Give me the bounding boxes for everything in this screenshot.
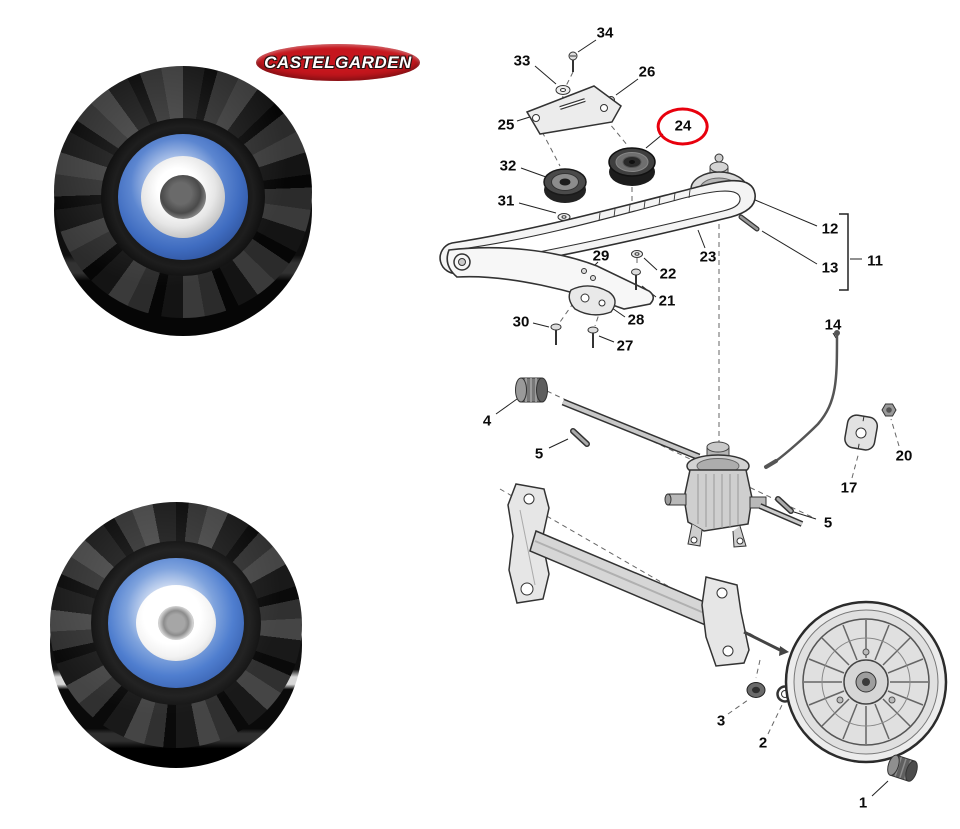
bearing-center-bore — [160, 175, 206, 219]
output-shaft — [758, 503, 804, 527]
clutch-rod-14 — [764, 330, 840, 469]
brand-logo-text: CASTELGARDEN — [264, 52, 412, 72]
wheel-disc — [784, 600, 948, 764]
axle-frame-right-bracket — [701, 576, 750, 667]
pin-13 — [738, 214, 760, 232]
idler-pulley-24-highlighted — [608, 147, 656, 186]
bolt-30 — [550, 323, 562, 345]
bolt-27 — [587, 326, 599, 348]
tension-lever-arm — [446, 246, 655, 310]
pivot-plate-28 — [568, 285, 616, 316]
pulley-photo-top-view — [36, 496, 326, 786]
roll-pin-5-right — [775, 496, 794, 514]
knurled-hub-1 — [887, 754, 918, 782]
bearing-center-bore — [158, 606, 194, 640]
axle-frame-left-bracket — [507, 483, 550, 604]
idler-pulley-32 — [543, 168, 587, 203]
bolt-21 — [631, 268, 641, 290]
screws-29 — [581, 268, 596, 281]
bracket-plate-25 — [525, 85, 622, 135]
washer-31 — [557, 213, 571, 221]
knurled-bushing-4 — [515, 377, 548, 403]
wheel-spokes — [804, 620, 928, 744]
damper-plate-17 — [844, 414, 879, 451]
roll-pin-5-left — [570, 428, 590, 447]
group-bracket-11 — [839, 213, 849, 291]
washer-22 — [631, 250, 643, 258]
washer-33 — [555, 85, 571, 95]
transmission-gearbox — [664, 441, 767, 548]
label-leader-lines — [495, 39, 889, 797]
screw-34 — [568, 51, 578, 72]
brand-logo: CASTELGARDEN — [256, 44, 420, 81]
spacer-3 — [746, 682, 766, 698]
nut-20 — [881, 403, 897, 417]
wheel-spindle — [743, 630, 789, 656]
axle-shaft — [561, 398, 701, 461]
pulley-photo-angled — [40, 58, 330, 358]
